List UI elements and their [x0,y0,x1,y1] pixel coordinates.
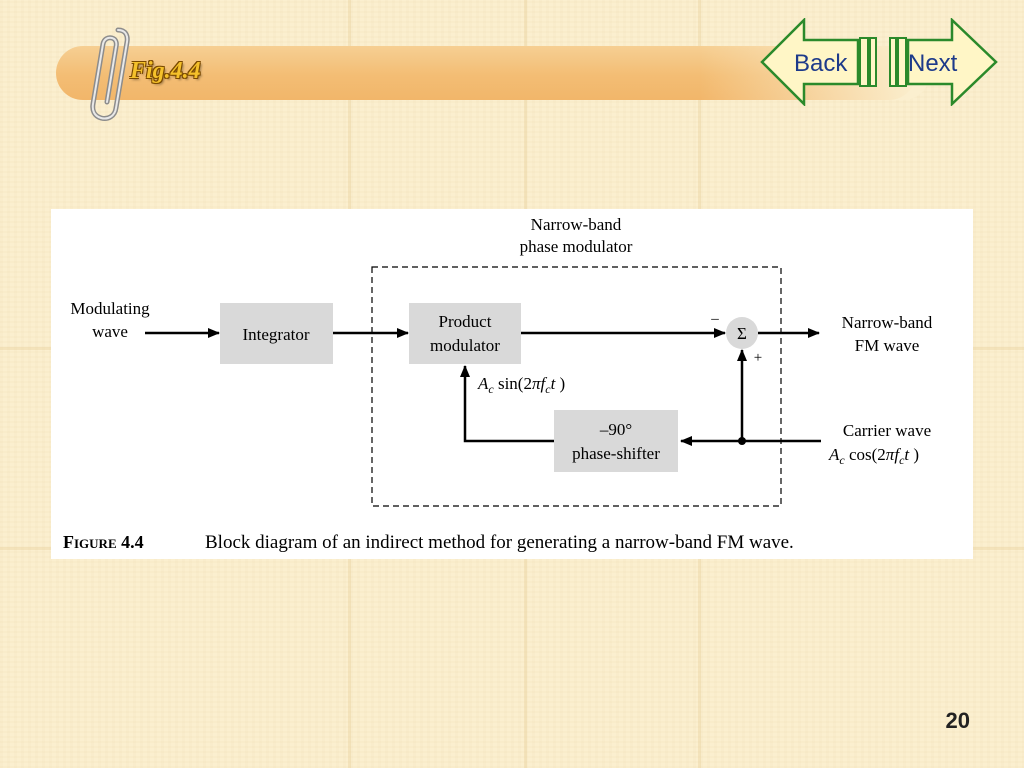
caption-label: Figure 4.4 [63,532,144,552]
integrator-block [220,303,333,364]
figure-panel: Narrow-band phase modulator Modulating w… [51,209,973,559]
input-label-line1: Modulating [70,299,150,318]
back-label[interactable]: Back [794,50,848,77]
slide-number: 20 [945,708,970,733]
minus-sign: – [710,311,719,327]
shifter-label-line2: phase-shifter [572,444,660,463]
product-label-line1: Product [439,312,492,331]
next-button[interactable] [889,17,998,107]
plus-sign: + [754,350,762,366]
product-modulator-block [409,303,521,364]
paperclip-icon [90,27,130,121]
integrator-label: Integrator [242,325,309,344]
group-label-line2: phase modulator [520,237,633,256]
sin-carrier-label: Ac sin(2πfct ) [477,374,565,396]
sum-symbol: Σ [737,324,747,343]
next-label[interactable]: Next [908,50,958,77]
cos-carrier-label: Ac cos(2πfct ) [828,445,919,467]
input-label-line2: wave [92,322,128,341]
nav-controls: Back Next [760,16,1000,108]
product-label-line2: modulator [430,336,500,355]
group-label-line1: Narrow-band [531,215,622,234]
shifter-to-product-arrow [460,365,554,443]
shifter-label-line1: –90° [599,420,632,439]
caption-text: Block diagram of an indirect method for … [205,532,794,553]
summing-junction [726,317,758,349]
slide-title: Fig.4.4 [130,58,201,84]
phase-modulator-boundary [371,266,782,507]
nav-arrows [760,16,998,108]
phase-shifter-block [554,410,678,472]
output-label-line1: Narrow-band [842,313,933,332]
block-diagram: Narrow-band phase modulator Modulating w… [63,215,933,553]
output-label-line2: FM wave [855,336,920,355]
back-button[interactable] [760,16,877,108]
carrier-label-line1: Carrier wave [843,421,931,440]
